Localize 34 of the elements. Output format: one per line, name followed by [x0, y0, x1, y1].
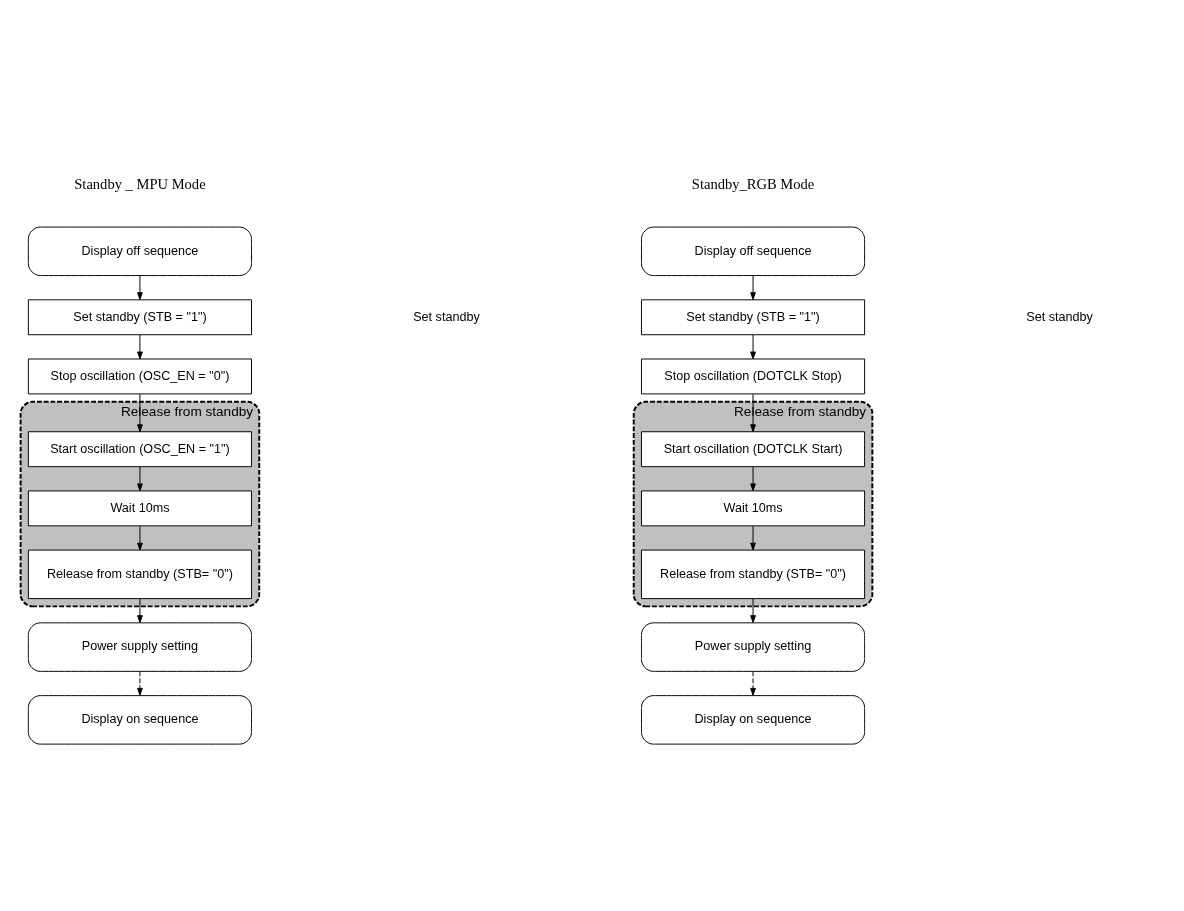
label: Set standby — [1026, 309, 1093, 324]
arrow — [137, 393, 143, 432]
node-box: Start oscillation (DOTCLK Start) — [641, 430, 866, 467]
label: Standby_RGB Mode — [691, 175, 815, 192]
arrow — [137, 597, 143, 623]
label: Standby _ MPU Mode — [74, 175, 206, 192]
node-box: Stop oscillation (OSC_EN = "0") — [27, 358, 252, 394]
node-box: Power supply setting — [27, 621, 252, 672]
node-box: Display off sequence — [27, 226, 252, 276]
arrow — [750, 274, 756, 300]
arrow — [750, 465, 756, 491]
arrow — [750, 525, 756, 550]
node-box: Set standby (STB = "1") — [27, 298, 252, 335]
node-box: Display off sequence — [641, 226, 866, 276]
node-box: Display on sequence — [641, 694, 866, 745]
node-box: Release from standby (STB= "0") — [641, 549, 866, 599]
node-box: Stop oscillation (DOTCLK Stop) — [641, 358, 866, 394]
label: Set standby — [413, 309, 480, 324]
node-box: Wait 10ms — [641, 489, 866, 526]
node-box: Set standby (STB = "1") — [641, 298, 866, 335]
arrow — [137, 333, 143, 359]
node-box: Release from standby (STB= "0") — [27, 549, 252, 599]
node-box: Wait 10ms — [27, 489, 252, 526]
arrow — [750, 333, 756, 359]
node-box: Start oscillation (OSC_EN = "1") — [27, 430, 252, 467]
arrow — [137, 465, 143, 491]
arrow — [137, 274, 143, 300]
arrow — [750, 597, 756, 623]
node-box: Power supply setting — [641, 621, 866, 672]
node-box: Display on sequence — [27, 694, 252, 745]
arrow — [750, 393, 756, 432]
arrow — [750, 670, 756, 696]
arrow — [137, 670, 143, 696]
arrow — [137, 525, 143, 550]
